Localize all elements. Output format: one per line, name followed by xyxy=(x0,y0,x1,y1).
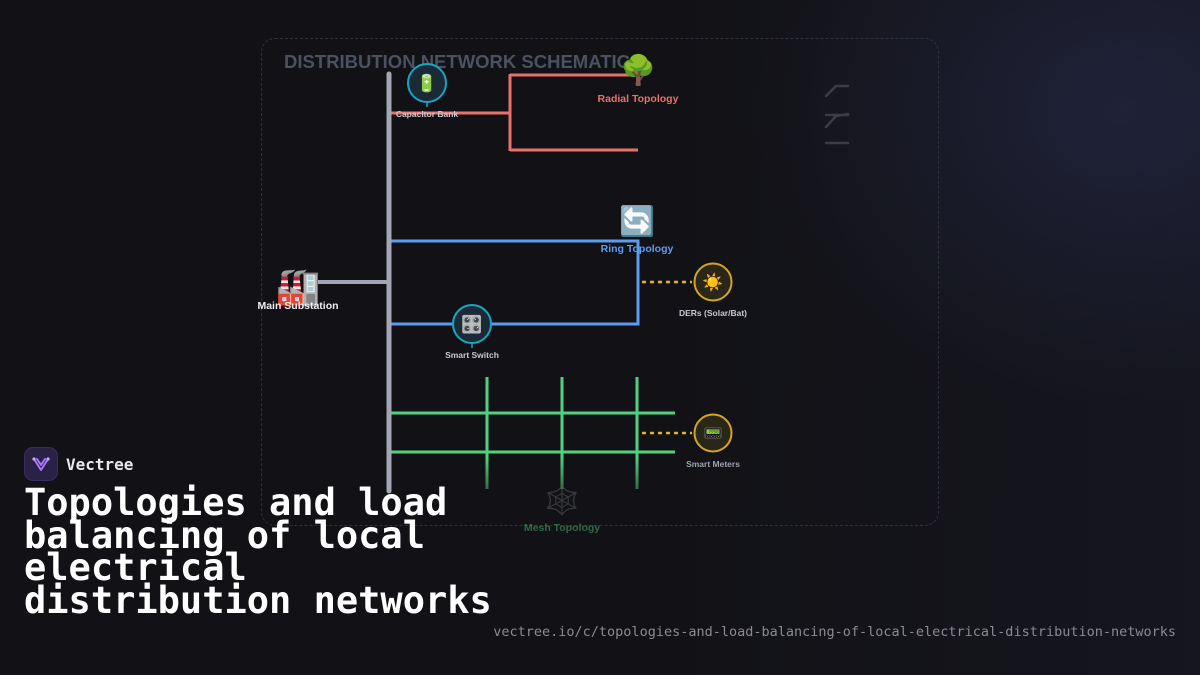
radial-topology-label: Radial Topology xyxy=(598,93,679,105)
factory-icon: 🏭 xyxy=(276,267,321,308)
sun-icon: ☀️ xyxy=(702,272,723,293)
ring-topology-label: Ring Topology xyxy=(601,243,674,255)
ring-topology-node: 🔄 Ring Topology xyxy=(601,204,674,255)
tree-icon: 🌳 xyxy=(620,52,656,87)
mesh-topology-label: Mesh Topology xyxy=(524,522,600,534)
cycle-arrows-icon: 🔄 xyxy=(619,204,655,238)
control-knobs-icon: 🎛️ xyxy=(461,314,482,335)
radial-feeder xyxy=(389,73,638,152)
ring-feeder xyxy=(389,239,640,326)
ders-node: ☀️ DERs (Solar/Bat) xyxy=(679,262,747,318)
smart-switch-node: 🎛️ Smart Switch xyxy=(445,304,499,360)
capacitor-bank-label: Capacitor Bank xyxy=(396,109,459,119)
diagram-title: DISTRIBUTION NETWORK SCHEMATIC xyxy=(284,51,630,72)
smart-meters-node: 📟 Smart Meters xyxy=(686,413,740,469)
battery-icon: 🔋 xyxy=(416,73,437,94)
page-url[interactable]: vectree.io/c/topologies-and-load-balanci… xyxy=(493,624,1176,640)
brand-name: Vectree xyxy=(66,454,134,474)
vectree-logo-icon xyxy=(24,447,58,481)
brand: Vectree xyxy=(24,447,133,481)
ders-label: DERs (Solar/Bat) xyxy=(679,308,747,318)
main-substation-node: 🏭 Main Substation xyxy=(257,267,338,312)
decorative-lines xyxy=(824,84,850,145)
page-title: Topologies and load balancing of local e… xyxy=(24,481,492,622)
main-substation-label: Main Substation xyxy=(257,300,338,312)
capacitor-bank-node: 🔋 Capacitor Bank xyxy=(396,63,459,119)
smart-meters-label: Smart Meters xyxy=(686,459,740,469)
radial-topology-node: 🌳 Radial Topology xyxy=(598,52,679,105)
mesh-topology-node: 🕸️ Mesh Topology xyxy=(524,484,600,534)
diagram-panel xyxy=(261,38,939,526)
mesh-fade xyxy=(380,458,700,494)
pager-icon: 📟 xyxy=(703,424,723,443)
spider-web-icon: 🕸️ xyxy=(545,484,580,517)
smart-switch-label: Smart Switch xyxy=(445,350,499,360)
